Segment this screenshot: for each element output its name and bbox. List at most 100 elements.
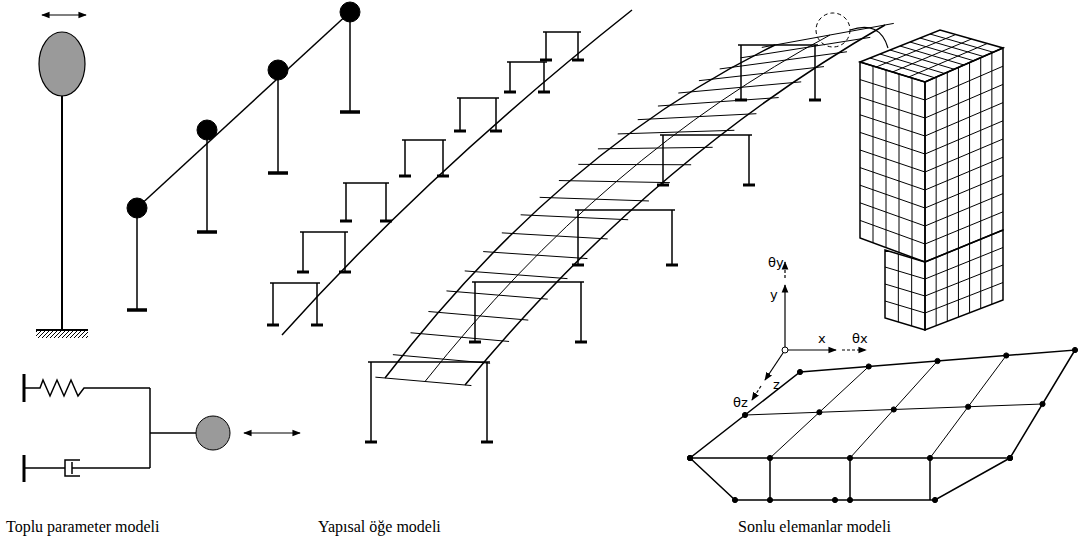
fe-node bbox=[1040, 401, 1045, 406]
lumped-mass bbox=[127, 198, 147, 218]
fe-plate bbox=[850, 361, 938, 458]
fe-truss bbox=[849, 458, 851, 500]
pier-frame bbox=[490, 130, 502, 133]
fe-truss bbox=[769, 458, 771, 500]
pier-frame bbox=[380, 220, 392, 223]
fe-mesh bbox=[860, 115, 925, 136]
motion-arrow bbox=[244, 432, 300, 433]
pier-frame bbox=[575, 341, 587, 344]
pier-frame bbox=[404, 140, 406, 176]
pier-frame bbox=[457, 97, 499, 99]
fe-mesh bbox=[860, 62, 925, 262]
link-line bbox=[150, 432, 196, 434]
pier-frame bbox=[504, 91, 516, 94]
model-caption: Yapısal öğe modeli bbox=[318, 518, 441, 536]
fe-node bbox=[687, 455, 692, 460]
fe-node bbox=[966, 404, 971, 409]
axis-y bbox=[784, 285, 785, 350]
pier-frame bbox=[572, 264, 584, 267]
grid-deck bbox=[465, 271, 568, 279]
pier-frame bbox=[365, 441, 377, 444]
fe-mesh bbox=[885, 284, 925, 296]
pier-frame bbox=[340, 220, 352, 223]
grid-deck bbox=[521, 215, 629, 220]
axis-label: z bbox=[773, 378, 780, 392]
detail-circle bbox=[816, 13, 850, 47]
grid-deck bbox=[762, 23, 894, 47]
pier-frame bbox=[543, 62, 545, 92]
fe-mesh bbox=[925, 48, 1003, 262]
ground-line bbox=[36, 329, 88, 331]
pier-frame bbox=[545, 32, 547, 60]
grid-deck bbox=[375, 377, 471, 385]
fe-node bbox=[932, 497, 937, 502]
fe-node bbox=[1072, 347, 1077, 352]
fe-node bbox=[687, 455, 692, 460]
mass-stem bbox=[349, 12, 351, 112]
grid-deck bbox=[720, 52, 847, 69]
ground-hatch bbox=[36, 330, 88, 338]
fe-mesh bbox=[860, 30, 1003, 82]
pier-frame bbox=[385, 183, 387, 221]
pier-frame bbox=[300, 231, 348, 233]
pier-frame bbox=[743, 184, 755, 187]
pier-frame bbox=[345, 183, 347, 221]
fe-plate bbox=[770, 367, 869, 459]
grid-deck bbox=[385, 45, 775, 378]
grid-deck bbox=[483, 252, 587, 259]
dashpot-symbol bbox=[72, 467, 150, 469]
pier-frame bbox=[459, 98, 461, 131]
lumped-mass bbox=[39, 32, 85, 96]
pendulum-stem bbox=[61, 95, 63, 330]
pier-frame bbox=[540, 59, 552, 62]
pier-frame bbox=[370, 362, 372, 442]
fe-node bbox=[797, 369, 802, 374]
axis-origin bbox=[782, 347, 788, 353]
pier-frame bbox=[343, 182, 389, 184]
fe-mesh bbox=[925, 103, 1003, 136]
grid-deck bbox=[658, 98, 779, 106]
model-caption: Toplu parameter modeli bbox=[6, 518, 160, 536]
fe-node bbox=[866, 364, 871, 369]
pier-frame bbox=[316, 283, 318, 325]
fe-mesh bbox=[925, 194, 1003, 226]
fe-node bbox=[1007, 455, 1012, 460]
pier-frame bbox=[399, 175, 411, 178]
lumped-mass bbox=[340, 2, 360, 22]
fe-mesh bbox=[860, 150, 925, 172]
lumped-mass bbox=[196, 416, 230, 450]
grid-deck bbox=[741, 37, 871, 57]
lumped-mass bbox=[197, 120, 217, 140]
fe-mesh bbox=[925, 283, 1003, 314]
pier-frame bbox=[267, 324, 279, 327]
fe-mesh bbox=[925, 121, 1003, 154]
pier-frame bbox=[572, 59, 584, 62]
fe-node bbox=[935, 358, 940, 363]
pier-frame bbox=[454, 130, 466, 133]
pier-frame bbox=[740, 45, 742, 100]
fe-mesh bbox=[925, 212, 1003, 244]
pier-frame bbox=[297, 271, 309, 274]
pier-frame bbox=[662, 135, 664, 185]
leader-line bbox=[850, 27, 888, 48]
grid-deck bbox=[699, 67, 824, 81]
mass-base bbox=[340, 110, 360, 114]
pier-frame bbox=[660, 134, 752, 136]
pier-frame bbox=[270, 282, 320, 284]
pier-frame bbox=[738, 44, 818, 46]
fe-node bbox=[832, 497, 837, 502]
grid-deck bbox=[598, 147, 713, 149]
fe-truss bbox=[929, 458, 931, 500]
pier-frame bbox=[272, 283, 274, 325]
mass-base bbox=[268, 171, 288, 175]
grid-deck bbox=[465, 25, 885, 385]
grid-deck bbox=[446, 291, 547, 299]
grid-deck bbox=[578, 164, 691, 165]
axis-x bbox=[785, 349, 836, 350]
motion-arrow bbox=[42, 14, 86, 15]
fe-mesh bbox=[925, 157, 1003, 190]
mass-chain bbox=[137, 12, 350, 208]
pier-frame bbox=[474, 282, 476, 342]
fe-mesh bbox=[860, 220, 925, 244]
